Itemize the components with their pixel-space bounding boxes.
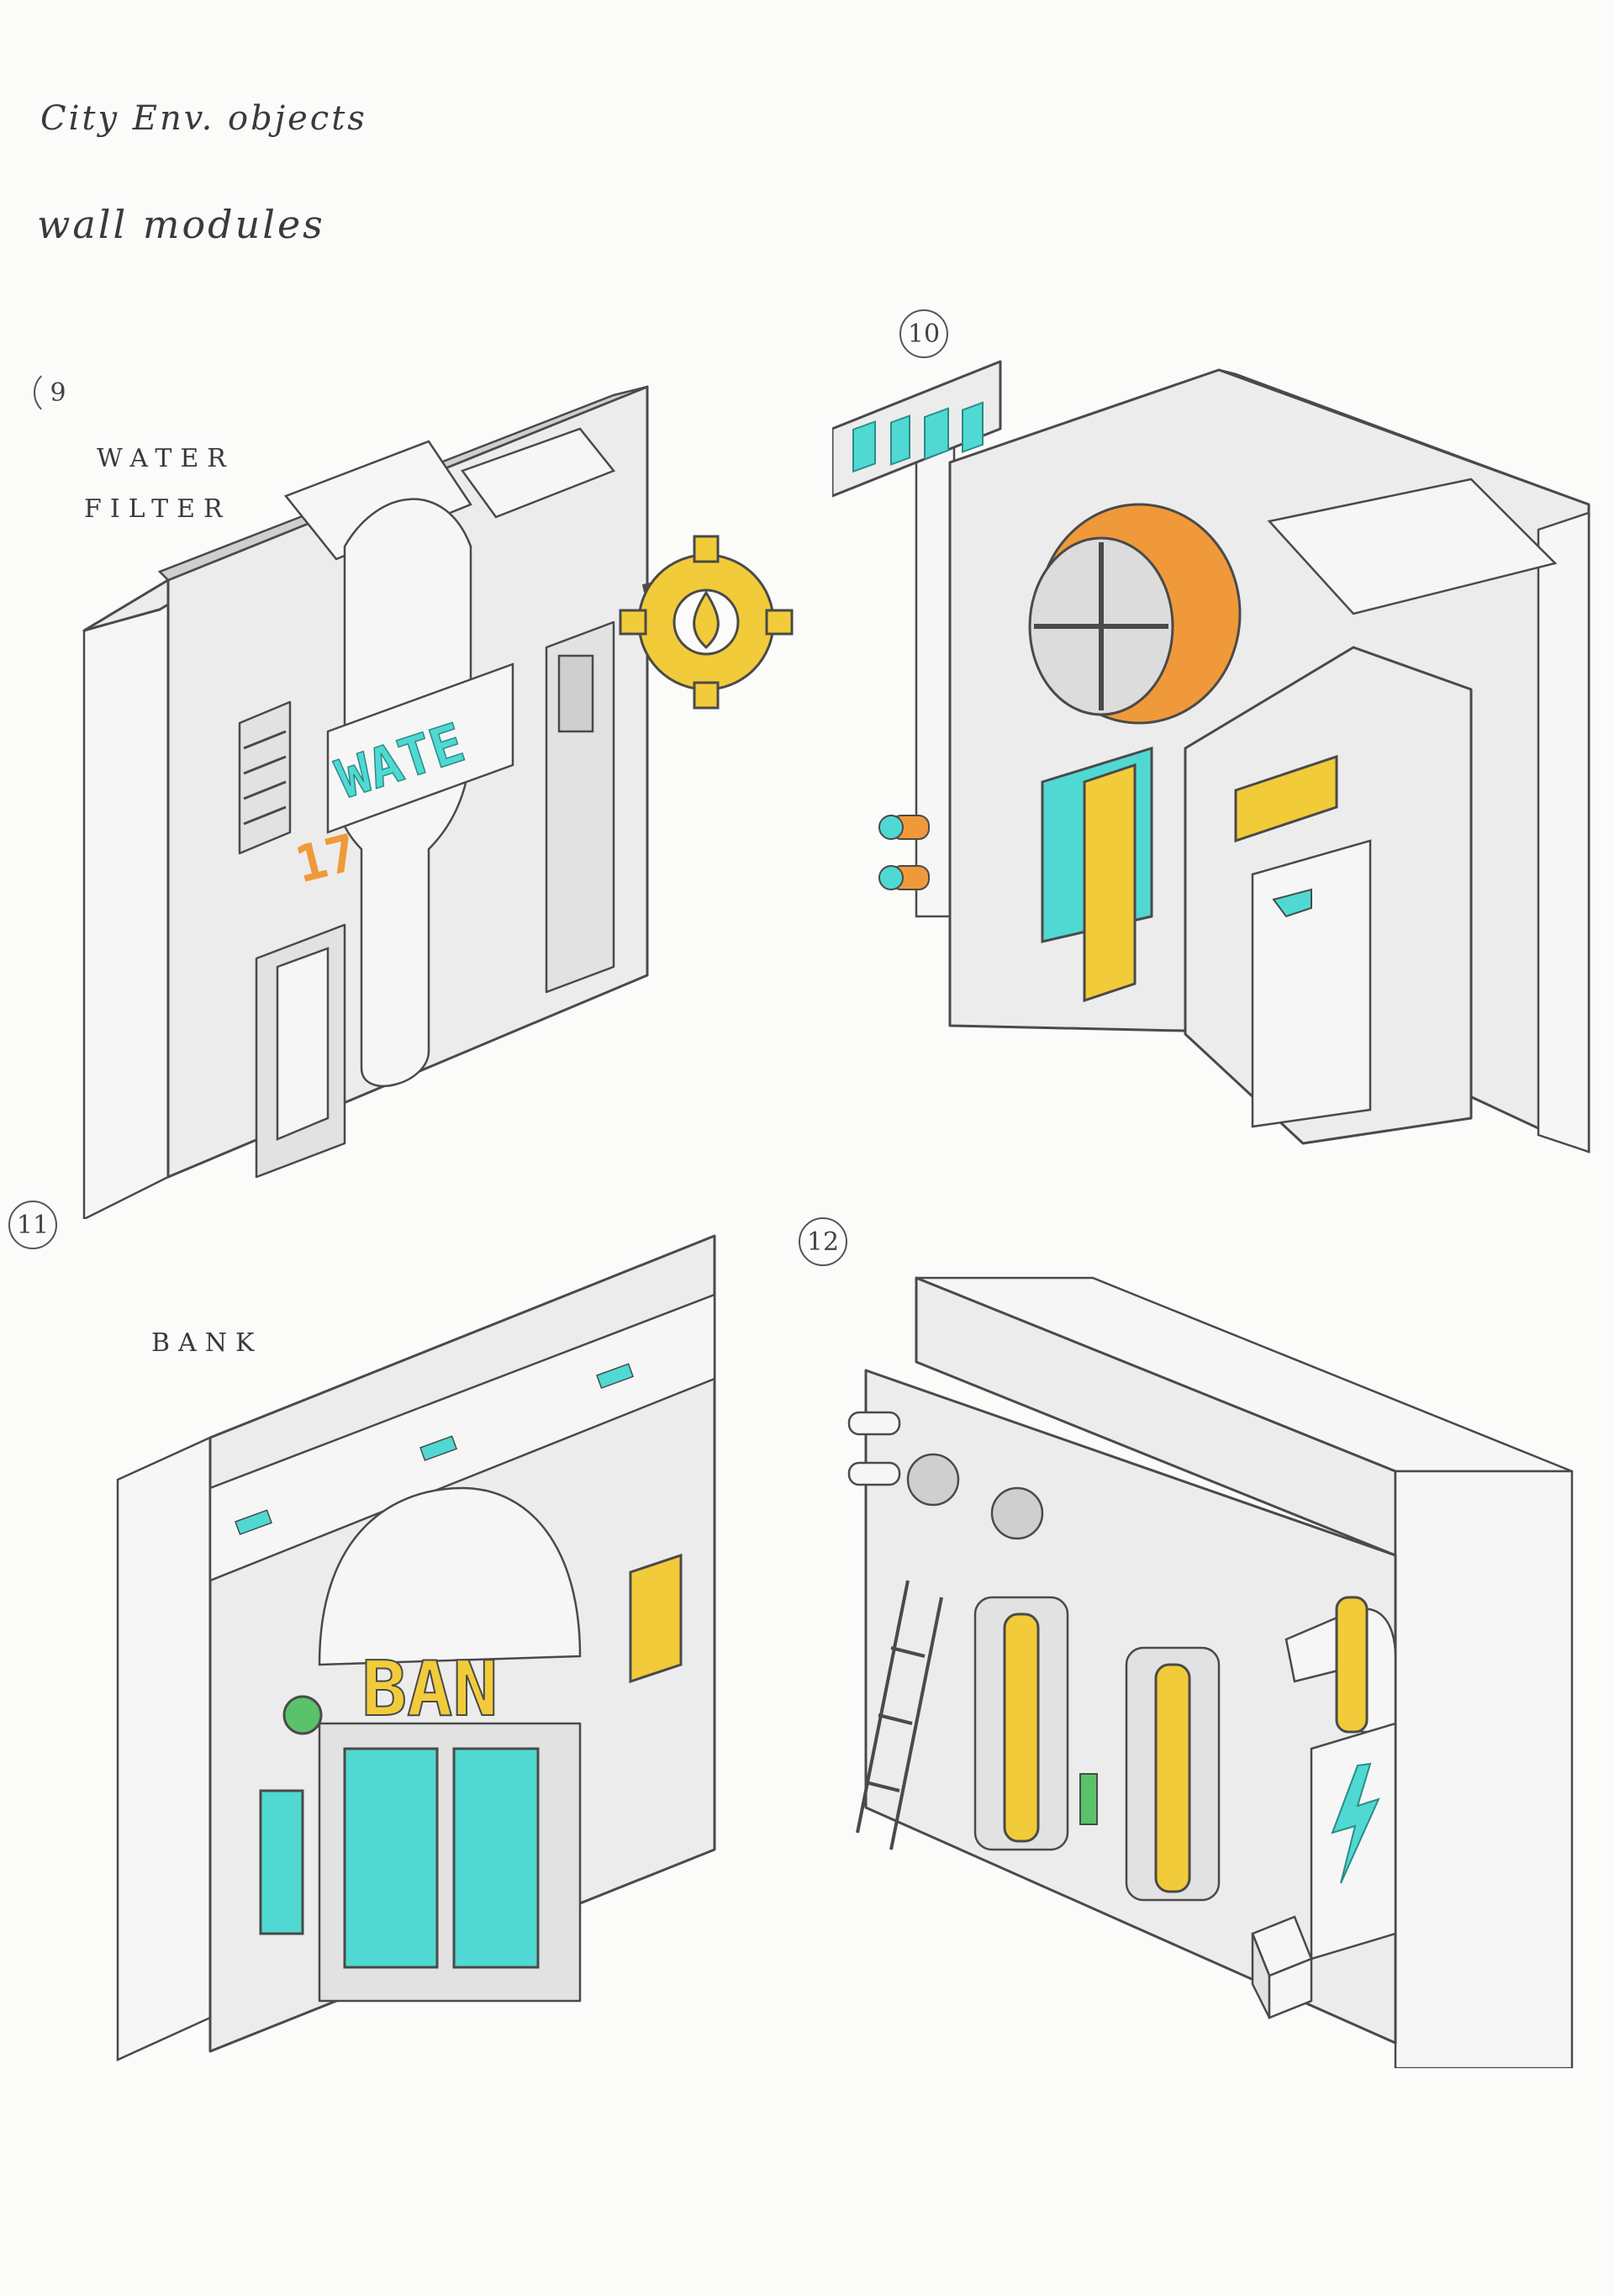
cabinet-sign: [1234, 754, 1338, 843]
sheet-title: City Env. objects: [40, 99, 367, 138]
module-number-12: 12: [799, 1217, 847, 1266]
panel-number: 17: [290, 823, 363, 895]
water-filter-module: WATE 17: [82, 385, 794, 1219]
module-label-bank: BANK: [151, 1328, 263, 1358]
power-module: [847, 1276, 1574, 2068]
vent-left: [238, 700, 292, 855]
bank-sign: BAN: [361, 1645, 498, 1734]
gear-sign: [619, 535, 794, 710]
vertical-sign: [1083, 763, 1137, 1003]
fan: [1028, 503, 1242, 725]
fan-terminal-module: [832, 360, 1590, 1153]
module-label-filter: FILTER: [84, 494, 231, 524]
vault-dome: [318, 1486, 582, 1666]
module-number-9: 9: [34, 368, 82, 417]
module-label-water: WATER: [97, 444, 235, 473]
bank-module: BAN: [116, 1234, 716, 2061]
module-number-10: 10: [899, 309, 948, 358]
top-sign: [832, 360, 1002, 498]
battery-right: [1125, 1646, 1221, 1902]
lightning-icon: [1331, 1762, 1380, 1884]
side-bank-sign: [629, 1553, 683, 1684]
cabinet-door: [1251, 839, 1372, 1128]
sheet-subtitle: wall modules: [37, 202, 325, 247]
module-number-11: 11: [8, 1201, 57, 1249]
battery-left: [973, 1596, 1069, 1851]
